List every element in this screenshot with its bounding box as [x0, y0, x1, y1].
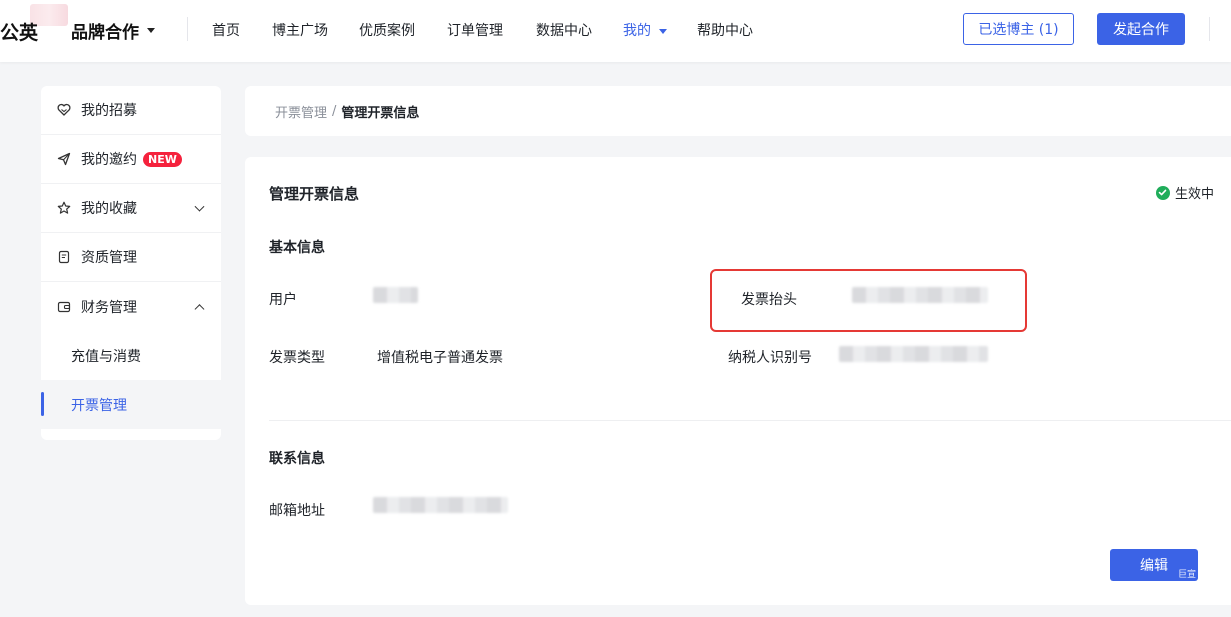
- nav-order-management[interactable]: 订单管理: [447, 23, 503, 39]
- brand-cooperation-label: 品牌合作: [71, 23, 139, 43]
- logo-text[interactable]: 公英: [0, 22, 39, 44]
- sidebar-item-label: 我的收藏: [81, 201, 137, 217]
- chevron-down-icon[interactable]: [194, 201, 205, 212]
- sidebar-item-my-invitations[interactable]: 我的邀约 NEW: [41, 135, 221, 184]
- contact-info-section-title: 联系信息: [269, 451, 325, 467]
- invoice-type-label: 发票类型: [269, 350, 325, 366]
- taxpayer-id-label: 纳税人识别号: [728, 350, 812, 366]
- nav-home[interactable]: 首页: [212, 23, 240, 39]
- breadcrumb-current: 管理开票信息: [341, 105, 420, 121]
- paper-plane-icon: [57, 152, 71, 166]
- basic-info-section-title: 基本信息: [269, 240, 325, 256]
- logo-image: [30, 4, 68, 26]
- document-icon: [57, 250, 71, 264]
- caret-down-icon: [659, 28, 667, 34]
- sidebar-subitem-invoice-management[interactable]: 开票管理: [41, 380, 221, 429]
- header-divider: [1209, 17, 1210, 41]
- sidebar-item-my-recruitment[interactable]: 我的招募: [41, 86, 221, 135]
- status-badge: 生效中: [1155, 183, 1214, 202]
- invoice-type-value: 增值税电子普通发票: [377, 350, 503, 366]
- page-title: 管理开票信息: [269, 185, 360, 203]
- email-value-redacted: [373, 497, 508, 513]
- star-icon: [57, 201, 71, 215]
- sidebar-subitem-recharge-consumption[interactable]: 充值与消费: [71, 348, 141, 365]
- edit-button[interactable]: 编辑: [1110, 549, 1198, 581]
- nav-blogger-square[interactable]: 博主广场: [272, 23, 328, 39]
- user-label: 用户: [269, 292, 297, 308]
- breadcrumb: 开票管理 / 管理开票信息: [245, 86, 1231, 136]
- sidebar-item-qualification[interactable]: 资质管理: [41, 233, 221, 282]
- email-label: 邮箱地址: [269, 503, 325, 519]
- invoice-header-highlight-box: [710, 269, 1027, 332]
- main-nav: 首页 博主广场 优质案例 订单管理 数据中心 我的 帮助中心: [212, 20, 753, 40]
- nav-data-center[interactable]: 数据中心: [536, 23, 592, 39]
- check-circle-icon: [1155, 185, 1170, 200]
- sidebar-item-label: 财务管理: [81, 299, 137, 316]
- breadcrumb-parent-link[interactable]: 开票管理: [275, 105, 328, 121]
- status-text: 生效中: [1174, 187, 1214, 202]
- caret-down-icon: [147, 28, 155, 33]
- top-navigation-bar: 公英 品牌合作 首页 博主广场 优质案例 订单管理 数据中心 我的 帮助中心 已…: [0, 0, 1231, 62]
- nav-help-center[interactable]: 帮助中心: [697, 23, 753, 39]
- sidebar-item-label: 我的邀约: [81, 152, 137, 168]
- sidebar-item-finance[interactable]: 财务管理: [41, 282, 221, 331]
- watermark-text: 巨宣: [1178, 570, 1197, 580]
- heart-handshake-icon: [57, 103, 71, 117]
- section-divider: [269, 420, 1231, 421]
- nav-mine[interactable]: 我的: [623, 20, 697, 40]
- selected-bloggers-button[interactable]: 已选博主 (1): [963, 13, 1074, 45]
- nav-quality-cases[interactable]: 优质案例: [359, 23, 415, 39]
- new-badge: NEW: [143, 151, 182, 167]
- taxpayer-id-value-redacted: [839, 346, 988, 362]
- invoice-info-card: 管理开票信息 生效中 基本信息 用户 发票抬头 发票类型 增值税电子普通发票 纳…: [245, 157, 1231, 605]
- wallet-icon: [57, 300, 71, 314]
- invoice-header-label: 发票抬头: [741, 292, 797, 308]
- nav-mine-label: 我的: [623, 23, 651, 39]
- user-value-redacted: [373, 287, 418, 303]
- start-collaboration-button[interactable]: 发起合作: [1097, 13, 1185, 45]
- header-divider: [187, 17, 188, 41]
- invoice-header-value-redacted: [852, 287, 988, 303]
- chevron-up-icon[interactable]: [194, 303, 205, 314]
- sidebar-item-label: 资质管理: [81, 250, 137, 266]
- brand-cooperation-dropdown[interactable]: 品牌合作: [71, 18, 155, 43]
- sidebar-item-label: 我的招募: [81, 103, 137, 119]
- sidebar-item-my-favorites[interactable]: 我的收藏: [41, 184, 221, 233]
- sidebar: 我的招募 我的邀约 NEW 我的收藏 资质管理 财务管理 充值与消费 开票管理: [41, 86, 221, 440]
- breadcrumb-separator: /: [332, 103, 337, 119]
